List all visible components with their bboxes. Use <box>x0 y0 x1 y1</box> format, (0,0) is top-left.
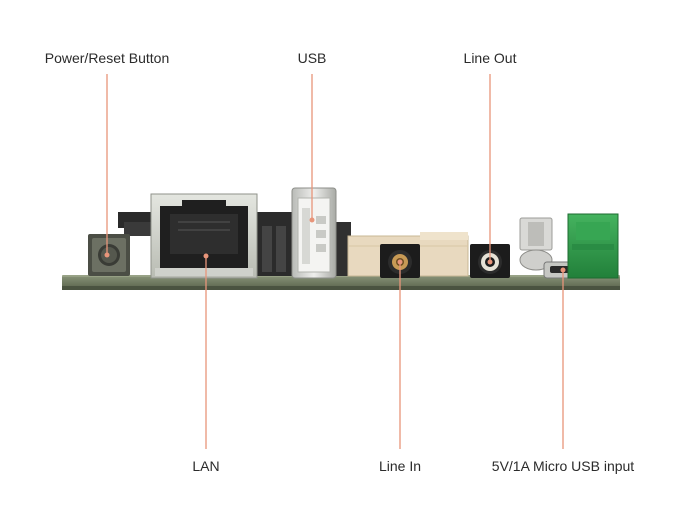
label-usb: USB <box>297 50 327 66</box>
leader-lines <box>104 74 566 449</box>
background-components <box>118 212 351 276</box>
pcb-board <box>62 275 620 290</box>
label-line-in: Line In <box>378 458 422 474</box>
lan-jack-part <box>150 193 258 279</box>
terminal-block-part <box>567 213 619 279</box>
label-lan: LAN <box>192 458 220 474</box>
label-micro-usb-input: 5V/1A Micro USB input <box>491 458 635 474</box>
label-line-out: Line Out <box>463 50 517 66</box>
usb-port-part <box>291 187 337 279</box>
label-power-reset-button: Power/Reset Button <box>44 50 170 66</box>
